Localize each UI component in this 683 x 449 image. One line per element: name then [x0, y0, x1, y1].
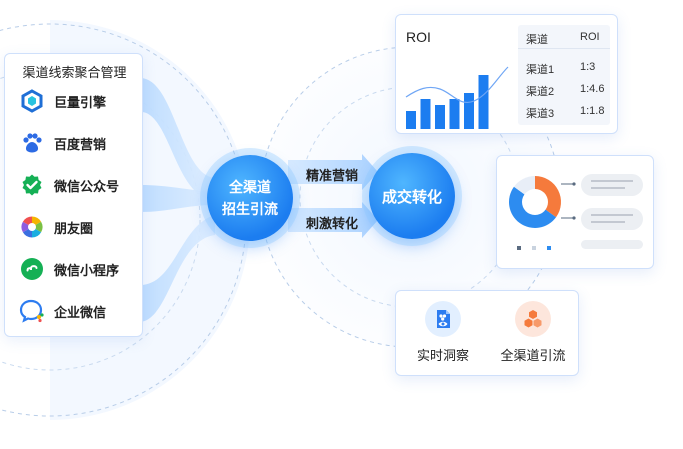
channel-item-baidu[interactable]: 百度营销	[19, 130, 106, 156]
conversion-node: 成交转化	[369, 153, 455, 239]
roi-bar	[464, 93, 474, 129]
roi-table: 渠道 ROI 渠道1 1:3 渠道2 1:4.6 渠道3 1:1.8	[518, 25, 610, 125]
pie-slice	[535, 176, 561, 218]
channel-item-wecom[interactable]: 企业微信	[19, 298, 106, 324]
legend-connector-dot	[572, 216, 576, 220]
insight-item-realtime[interactable]: 实时洞察	[398, 301, 488, 364]
channel-item-moments[interactable]: 朋友圈	[19, 214, 93, 240]
pie-card-graphic	[509, 174, 643, 250]
mini-program-icon	[19, 256, 45, 282]
legend-pill	[581, 240, 643, 249]
flow-band-top	[140, 78, 215, 200]
insight-label: 全渠道引流	[500, 348, 566, 363]
roi-card: ROI 渠道 ROI 渠道1 1:3 渠道2 1:4.6 渠道3 1:1.8	[395, 14, 618, 134]
moments-aperture-icon	[19, 214, 45, 240]
channel-label: 巨量引擎	[54, 94, 107, 110]
channel-label: 微信公众号	[54, 178, 120, 194]
legend-pill	[581, 208, 643, 230]
main-node-line2: 招生引流	[222, 201, 278, 217]
ocean-engine-icon	[19, 88, 45, 114]
roi-title: ROI	[406, 29, 431, 45]
panel-title: 渠道线索聚合管理	[22, 65, 127, 80]
insight-eye-icon	[425, 301, 461, 337]
channel-label: 百度营销	[54, 136, 107, 152]
roi-cell-channel: 渠道2	[526, 86, 555, 98]
legend-marker	[532, 246, 536, 250]
roi-bar	[406, 111, 416, 129]
baidu-paw-icon	[19, 130, 45, 156]
roi-table-header: 渠道 ROI	[518, 27, 610, 49]
channel-aggregation-panel: 渠道线索聚合管理 巨量引擎 百度营销	[4, 53, 143, 337]
roi-header-channel: 渠道	[526, 34, 548, 46]
roi-bar	[435, 105, 445, 129]
roi-table-row: 渠道2 1:4.6	[518, 79, 610, 101]
legend-connector-dot	[572, 182, 576, 186]
conversion-label: 成交转化	[381, 188, 442, 206]
roi-bar	[420, 99, 431, 129]
wecom-icon	[19, 298, 45, 324]
channel-label: 企业微信	[54, 304, 107, 320]
roi-table-row: 渠道3 1:1.8	[518, 101, 610, 123]
legend-pill	[581, 174, 643, 196]
roi-cell-value: 1:3	[580, 61, 596, 73]
channel-item-wechat-official[interactable]: 微信公众号	[19, 172, 119, 198]
arrow-label-stimulate-conversion: 刺激转化	[306, 216, 359, 231]
roi-bar	[449, 99, 460, 129]
insight-label: 实时洞察	[416, 348, 469, 363]
roi-cell-channel: 渠道3	[526, 108, 555, 120]
all-channel-enrollment-node: 全渠道 招生引流	[207, 155, 293, 241]
roi-trend-line	[405, 66, 509, 103]
arrow-label-precision-marketing: 精准营销	[306, 168, 359, 183]
honeycomb-icon	[515, 301, 551, 337]
flow-band-bottom	[140, 215, 215, 322]
wechat-official-account-icon	[19, 172, 45, 198]
flow-band-middle	[140, 185, 215, 212]
pie-analysis-card	[496, 155, 654, 269]
arrow-bottom	[288, 202, 378, 238]
legend-marker	[547, 246, 551, 250]
roi-bar	[478, 75, 489, 129]
channel-label: 微信小程序	[54, 262, 120, 278]
channel-label: 朋友圈	[54, 220, 94, 236]
roi-table-row: 渠道1 1:3	[518, 57, 610, 79]
donut-hole	[522, 189, 548, 215]
roi-cell-value: 1:1.8	[580, 105, 605, 117]
roi-cell-channel: 渠道1	[526, 64, 555, 76]
channel-item-ocean-engine[interactable]: 巨量引擎	[19, 88, 106, 114]
insight-item-all-channel[interactable]: 全渠道引流	[488, 301, 578, 364]
arrow-top	[288, 154, 378, 190]
roi-cell-value: 1:4.6	[580, 83, 605, 95]
legend-marker	[517, 246, 521, 250]
main-node-line1: 全渠道	[229, 179, 271, 195]
insight-card: 实时洞察 全渠道引流	[395, 290, 579, 376]
roi-header-roi: ROI	[580, 31, 600, 43]
roi-bar-chart	[405, 66, 509, 129]
channel-item-mini-program[interactable]: 微信小程序	[19, 256, 119, 282]
